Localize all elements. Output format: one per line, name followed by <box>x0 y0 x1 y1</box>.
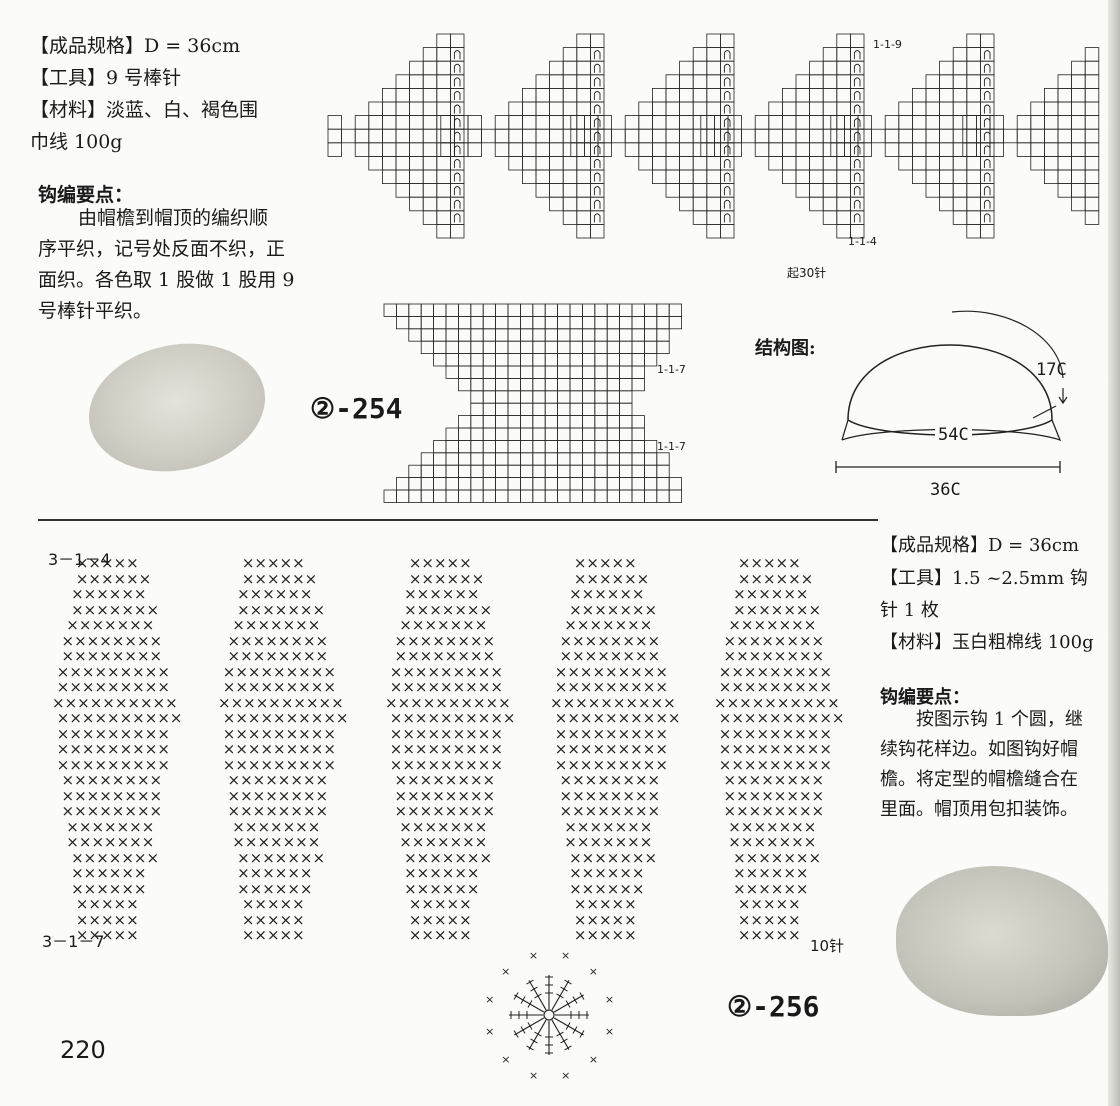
material-line: 【材料】淡蓝、白、褐色围 <box>30 94 258 126</box>
section-divider <box>38 519 878 521</box>
chart-label-rows: 1-1-9 <box>873 38 902 51</box>
svg-text:×: × <box>605 1025 614 1038</box>
svg-text:×: × <box>485 993 494 1006</box>
knit-segment-chart <box>327 33 1100 239</box>
dim-54: 54C <box>935 425 972 445</box>
material-label: 【材料】 <box>880 632 952 653</box>
points-title: 钩编要点： <box>38 184 134 206</box>
points-line: 由帽檐到帽顶的编织顺 <box>78 207 269 229</box>
points-line: 里面。帽顶用包扣装饰。 <box>880 799 1078 820</box>
chart-label-decrease: 1-1-4 <box>848 235 877 248</box>
svg-text:×: × <box>529 949 538 962</box>
page-edge <box>1108 0 1120 1106</box>
arrow-icon <box>1032 405 1057 419</box>
crochet-circle-motif: × × × × × × × × × × × × <box>485 949 614 1082</box>
dim-36: 36C <box>930 480 961 500</box>
crochet-segment: ××××× ×××××× ×××××× ××××××× ××××××× ××××… <box>52 554 183 944</box>
points-line: 号棒针平织。 <box>38 300 153 322</box>
dim-17: 17C <box>1036 360 1067 380</box>
points-title-bottom: 钩编要点： <box>880 687 970 708</box>
svg-text:×: × <box>605 993 614 1006</box>
crochet-segment: ××××× ×××××× ×××××× ××××××× ××××××× ××××… <box>714 554 845 944</box>
pattern-circle-icon: ② <box>727 990 753 1023</box>
pattern-number-254: ②-254 <box>310 392 403 425</box>
pattern-suffix: -256 <box>752 990 820 1023</box>
motif: × × × × × × × × × × × × <box>485 949 614 1082</box>
svg-text:×: × <box>485 1025 494 1038</box>
crochet-segment: ××××× ×××××× ×××××× ××××××× ××××××× ××××… <box>550 554 681 944</box>
arc-dimension <box>951 310 1064 379</box>
spec-label: 【成品规格】 <box>30 35 145 57</box>
hat-photo-crochet <box>896 866 1108 1016</box>
svg-text:×: × <box>561 949 570 962</box>
crochet-segment: ××××× ×××××× ×××××× ××××××× ××××××× ××××… <box>385 554 516 944</box>
points-text: 由帽檐到帽顶的编织顺 序平织，记号处反面不织，正 面织。各色取 1 股做 1 股… <box>38 203 318 327</box>
brim-grid <box>383 303 683 503</box>
points-text-bottom: 按图示钩 1 个圆，继 续钩花样边。如图钩好帽 檐。将定型的帽檐缝合在 里面。帽… <box>880 705 1118 825</box>
material-line-2: 巾线 100g <box>30 131 123 153</box>
material-label: 【材料】 <box>30 99 107 121</box>
tools-line: 【工具】9 号棒针 <box>30 62 181 94</box>
tools-label: 【工具】 <box>30 67 107 89</box>
material-line-bottom: 【材料】玉白粗棉线 100g <box>880 627 1094 659</box>
brim-chart <box>383 303 683 503</box>
spec-line-bottom: 【成品规格】D = 36cm <box>880 530 1079 562</box>
pattern-circle-icon: ② <box>310 392 336 425</box>
points-line: 续钩花样边。如图钩好帽 <box>880 739 1078 760</box>
pattern-suffix: -254 <box>335 392 403 425</box>
material-value: 玉白粗棉线 100g <box>952 632 1094 653</box>
tools-value: 9 号棒针 <box>106 67 182 89</box>
brim-label-lower: 1-1-7 <box>657 440 686 453</box>
spec-label: 【成品规格】 <box>880 535 988 556</box>
crochet-segment-charts: ××××× ×××××× ×××××× ××××××× ××××××× ××××… <box>52 554 845 944</box>
structure-title: 结构图: <box>755 338 816 359</box>
tools-line-bottom-2: 针 1 枚 <box>880 600 939 621</box>
spec-value: D = 36cm <box>144 35 241 57</box>
crochet-segment: ××××× ×××××× ×××××× ××××××× ××××××× ××××… <box>218 554 349 944</box>
page-number: 220 <box>60 1036 106 1064</box>
tools-label: 【工具】 <box>880 568 952 589</box>
svg-text:×: × <box>529 1069 538 1082</box>
label-3-1-7: 3－1－7 <box>42 932 105 951</box>
points-line: 檐。将定型的帽檐缝合在 <box>880 769 1078 790</box>
spec-value: D = 36cm <box>988 535 1080 556</box>
svg-text:×: × <box>501 1053 510 1066</box>
knit-grid <box>327 33 1100 239</box>
svg-text:×: × <box>589 965 598 978</box>
svg-text:×: × <box>501 965 510 978</box>
dome-outline <box>847 344 1053 421</box>
spec-line: 【成品规格】D = 36cm <box>30 30 240 62</box>
stitch-count-label: 10针 <box>810 937 845 955</box>
tools-line-bottom: 【工具】1.5 ~2.5mm 钩 <box>880 563 1088 595</box>
points-line: 按图示钩 1 个圆，继 <box>916 709 1083 730</box>
svg-text:×: × <box>589 1053 598 1066</box>
label-3-1-4: 3－1－4 <box>48 550 111 569</box>
points-line: 面织。各色取 1 股做 1 股用 9 <box>38 269 295 291</box>
material-value: 淡蓝、白、褐色围 <box>106 99 259 121</box>
svg-text:×: × <box>561 1069 570 1082</box>
tools-value: 1.5 ~2.5mm 钩 <box>952 568 1088 589</box>
arrow-down-icon <box>1058 388 1068 405</box>
pattern-number-256: ②-256 <box>727 990 820 1023</box>
brim-label-upper: 1-1-7 <box>657 363 686 376</box>
cast-on-label: 起30针 <box>787 266 827 280</box>
points-line: 序平织，记号处反面不织，正 <box>38 238 286 260</box>
structure-diagram <box>835 310 1068 473</box>
